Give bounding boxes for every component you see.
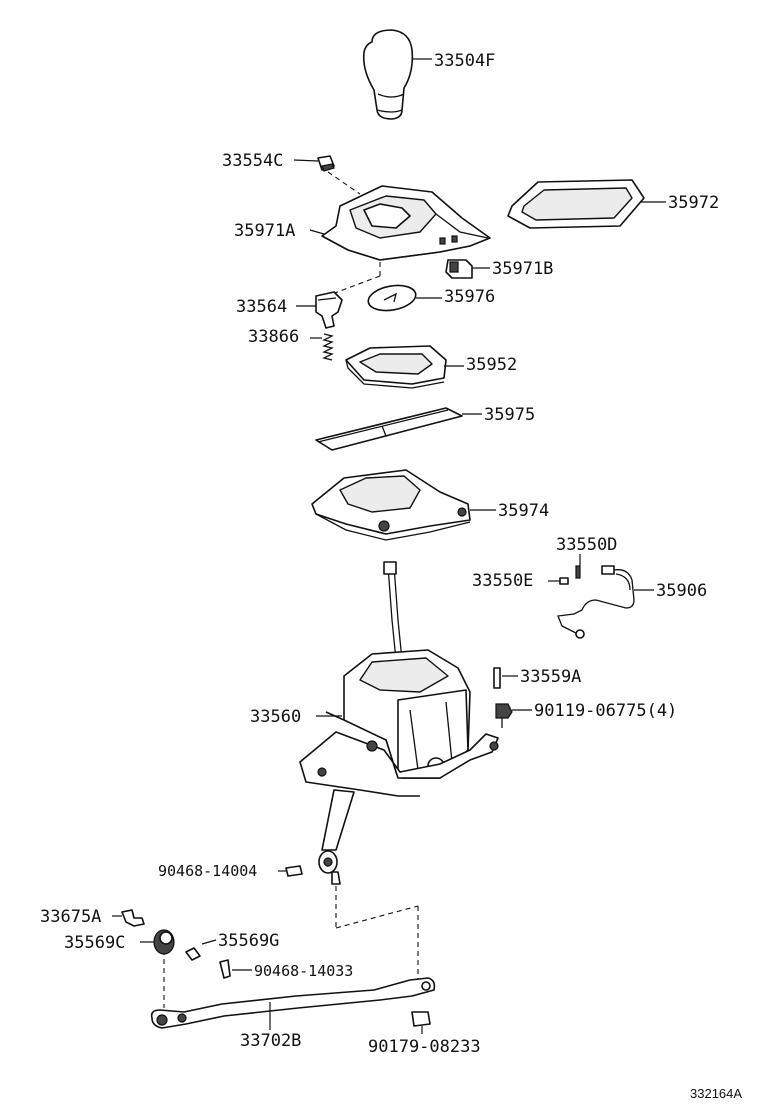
disc-35976-drawing <box>367 284 442 312</box>
bushing-35569G-drawing <box>185 939 217 961</box>
label-35569C: 35569C <box>64 933 125 953</box>
label-33559A: 33559A <box>520 667 581 687</box>
slide-plate-35975-drawing <box>315 407 482 451</box>
label-33702B: 33702B <box>240 1031 301 1051</box>
wire-harness-drawing <box>548 554 654 639</box>
label-33550E: 33550E <box>472 571 533 591</box>
bolt-90119-drawing <box>495 703 532 728</box>
button-33564-drawing <box>296 291 343 329</box>
label-90468-14004: 90468-14004 <box>158 862 257 880</box>
label-35972: 35972 <box>668 193 719 213</box>
label-33554C: 33554C <box>222 151 283 171</box>
label-33675A: 33675A <box>40 907 101 927</box>
label-33564: 33564 <box>236 297 287 317</box>
clip-90468-14033-drawing <box>219 959 252 979</box>
shift-knob-drawing <box>362 29 432 120</box>
label-35974: 35974 <box>498 501 549 521</box>
label-33560: 33560 <box>250 707 301 727</box>
frame-ring-drawing <box>507 179 666 229</box>
label-35906: 35906 <box>656 581 707 601</box>
shift-lever-assembly-drawing <box>299 561 499 885</box>
bushing-35569C-drawing <box>140 929 175 955</box>
dashed-route <box>163 886 419 1008</box>
cover-35974-drawing <box>311 469 496 541</box>
plate-35952-drawing <box>345 345 464 389</box>
label-35971A: 35971A <box>234 221 295 241</box>
label-35569G: 35569G <box>218 931 279 951</box>
pin-33559A-drawing <box>493 667 518 689</box>
label-35971B: 35971B <box>492 259 553 279</box>
nut-90179-drawing <box>411 1011 431 1034</box>
label-33504F: 33504F <box>434 51 495 71</box>
reference-code: 332164A <box>690 1086 742 1101</box>
clip-35971B-drawing <box>445 259 490 279</box>
label-90179-08233: 90179-08233 <box>368 1037 481 1057</box>
label-33550D: 33550D <box>556 535 617 555</box>
label-33866: 33866 <box>248 327 299 347</box>
label-35976: 35976 <box>444 287 495 307</box>
label-90119-06775: 90119-06775(4) <box>534 701 677 721</box>
label-35975: 35975 <box>484 405 535 425</box>
spring-33866-drawing <box>310 333 334 361</box>
bolt-33675A-drawing <box>112 909 145 927</box>
label-90468-14033: 90468-14033 <box>254 962 353 980</box>
clip-90468-14004-drawing <box>278 865 303 877</box>
clip-33554C-drawing <box>293 155 361 195</box>
indicator-housing-drawing <box>309 185 491 295</box>
label-35952: 35952 <box>466 355 517 375</box>
rod-33702B-drawing <box>150 977 436 1030</box>
